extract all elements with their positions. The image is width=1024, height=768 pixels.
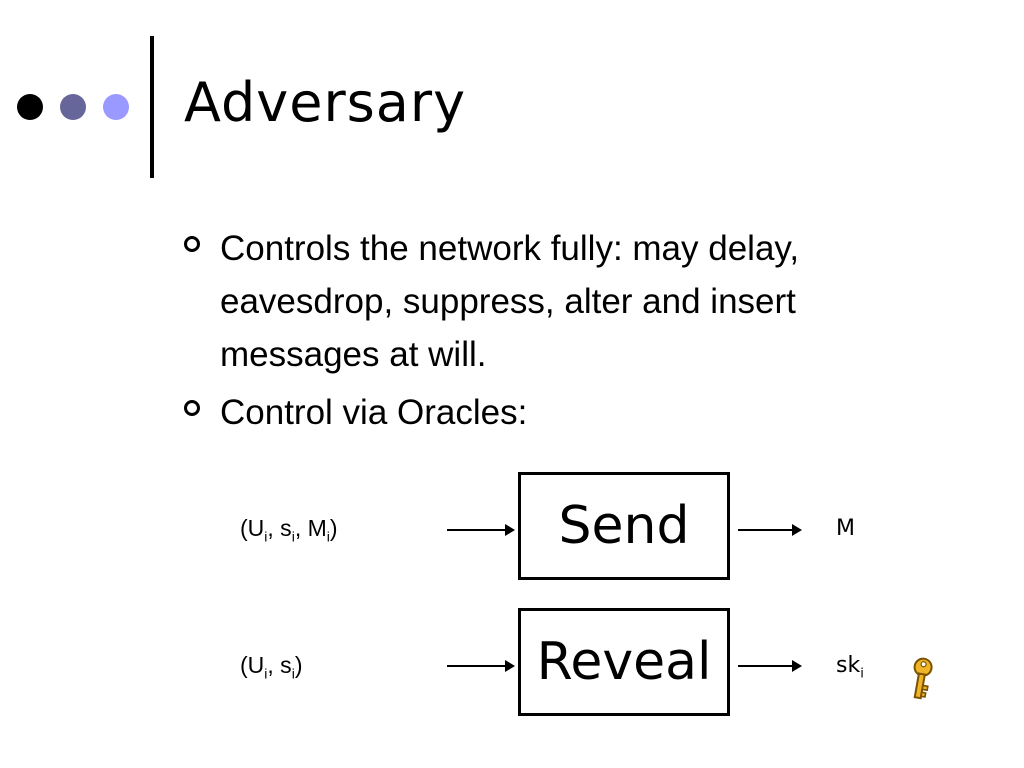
send-input-label: (Ui, si, Mi) bbox=[240, 515, 338, 545]
reveal-input-label: (Ui, si) bbox=[240, 652, 303, 682]
bullet-icon bbox=[184, 236, 200, 252]
bullet-text: Control via Oracles: bbox=[220, 393, 528, 432]
reveal-output-arrow bbox=[738, 660, 802, 672]
key-icon bbox=[913, 657, 933, 700]
bullet-icon bbox=[184, 400, 200, 416]
decor-dot-1 bbox=[17, 94, 43, 120]
reveal-oracle-box: Reveal bbox=[518, 608, 730, 716]
decor-dot-2 bbox=[60, 94, 86, 120]
title-divider bbox=[150, 36, 154, 178]
slide-title: Adversary bbox=[184, 71, 467, 134]
reveal-input-arrow bbox=[447, 660, 515, 672]
send-output-label: M bbox=[836, 516, 855, 541]
send-oracle-box: Send bbox=[518, 472, 730, 580]
reveal-output-label: ski bbox=[836, 653, 864, 682]
send-output-arrow bbox=[738, 524, 802, 536]
decor-dot-3 bbox=[103, 94, 129, 120]
bullet-text: Controls the network fully: may delay, e… bbox=[220, 229, 800, 374]
send-input-arrow bbox=[447, 524, 515, 536]
